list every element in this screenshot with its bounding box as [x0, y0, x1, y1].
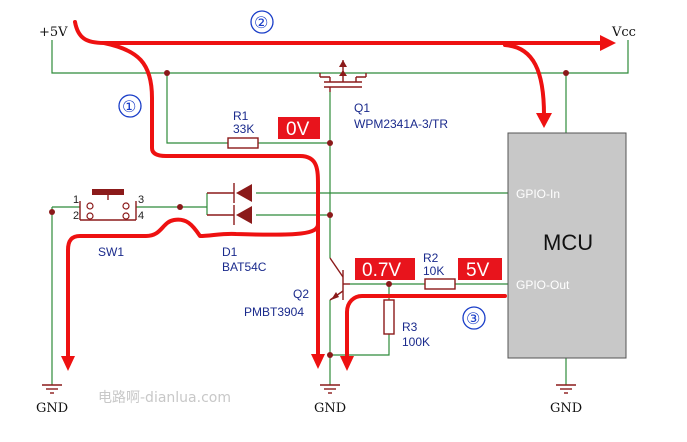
q2-transistor [329, 257, 350, 301]
r2-ref: R2 [423, 251, 439, 265]
sw1-pin-2: 2 [73, 210, 79, 222]
ground-symbol [320, 384, 340, 394]
gnd-label-right: GND [550, 401, 582, 416]
gpio-in-label: GPIO-In [516, 187, 560, 201]
path-marker-2: ② [250, 10, 274, 34]
r1-resistor [227, 137, 259, 149]
r2-value: 10K [423, 264, 444, 278]
q2-part: PMBT3904 [244, 305, 304, 319]
junctions [49, 70, 569, 358]
path-marker-3: ③ [462, 306, 486, 330]
q1-ref: Q1 [354, 101, 370, 115]
supply-5v-label: +5V [39, 25, 68, 40]
gnd-label-left: GND [36, 401, 68, 416]
path-3-label: ③ [466, 309, 480, 328]
r3-ref: R3 [402, 320, 418, 334]
supply-vcc-label: Vcc [611, 25, 636, 40]
tag-gpio-voltage: 5V [466, 260, 490, 281]
sw1-switch [79, 189, 137, 221]
mcu-label: MCU [543, 230, 593, 255]
q1-part: WPM2341A-3/TR [354, 117, 448, 131]
sw1-pin-1: 1 [73, 194, 79, 206]
mcu-block [507, 132, 627, 359]
tag-gate-voltage-bg [278, 117, 320, 139]
junction-dot [164, 70, 170, 76]
wire-5v-rail [51, 40, 629, 74]
junction-dot [327, 140, 333, 146]
gpio-out-label: GPIO-Out [516, 278, 570, 292]
tag-base-voltage-bg [355, 258, 415, 280]
current-path-1 [61, 41, 325, 371]
r1-value: 33K [233, 122, 254, 136]
junction-dot [327, 352, 333, 358]
sw1-pin-4: 4 [138, 210, 144, 222]
d1-part: BAT54C [222, 260, 267, 274]
r2-resistor [424, 278, 456, 290]
sw1-pin-3: 3 [138, 194, 144, 206]
d1-diode-pair [207, 183, 252, 225]
junction-dot [563, 70, 569, 76]
junction-dot [386, 281, 392, 287]
r3-value: 100K [402, 335, 430, 349]
ground-symbol [556, 384, 576, 394]
current-path-3 [340, 294, 507, 371]
path-marker-1: ① [118, 94, 142, 118]
tag-base-voltage: 0.7V [362, 260, 401, 281]
junction-dot [177, 204, 183, 210]
d1-ref: D1 [222, 245, 238, 259]
r1-ref: R1 [233, 109, 249, 123]
gnd-label-center: GND [314, 401, 346, 416]
ground-symbol [42, 384, 62, 394]
junction-dot [327, 212, 333, 218]
sw1-ref: SW1 [98, 245, 124, 259]
r3-resistor [383, 299, 395, 335]
q2-ref: Q2 [293, 287, 309, 301]
wire-r1-left [166, 73, 228, 144]
tag-gate-voltage: 0V [286, 119, 310, 140]
path-1-label: ① [122, 97, 136, 116]
path-2-label: ② [254, 13, 268, 32]
wire-r3-bottom [330, 334, 390, 356]
watermark: 电路啊-dianlua.com [98, 390, 231, 406]
junction-dot [49, 209, 55, 215]
tag-gpio-voltage-bg [458, 258, 502, 280]
q1-mosfet [319, 60, 367, 92]
